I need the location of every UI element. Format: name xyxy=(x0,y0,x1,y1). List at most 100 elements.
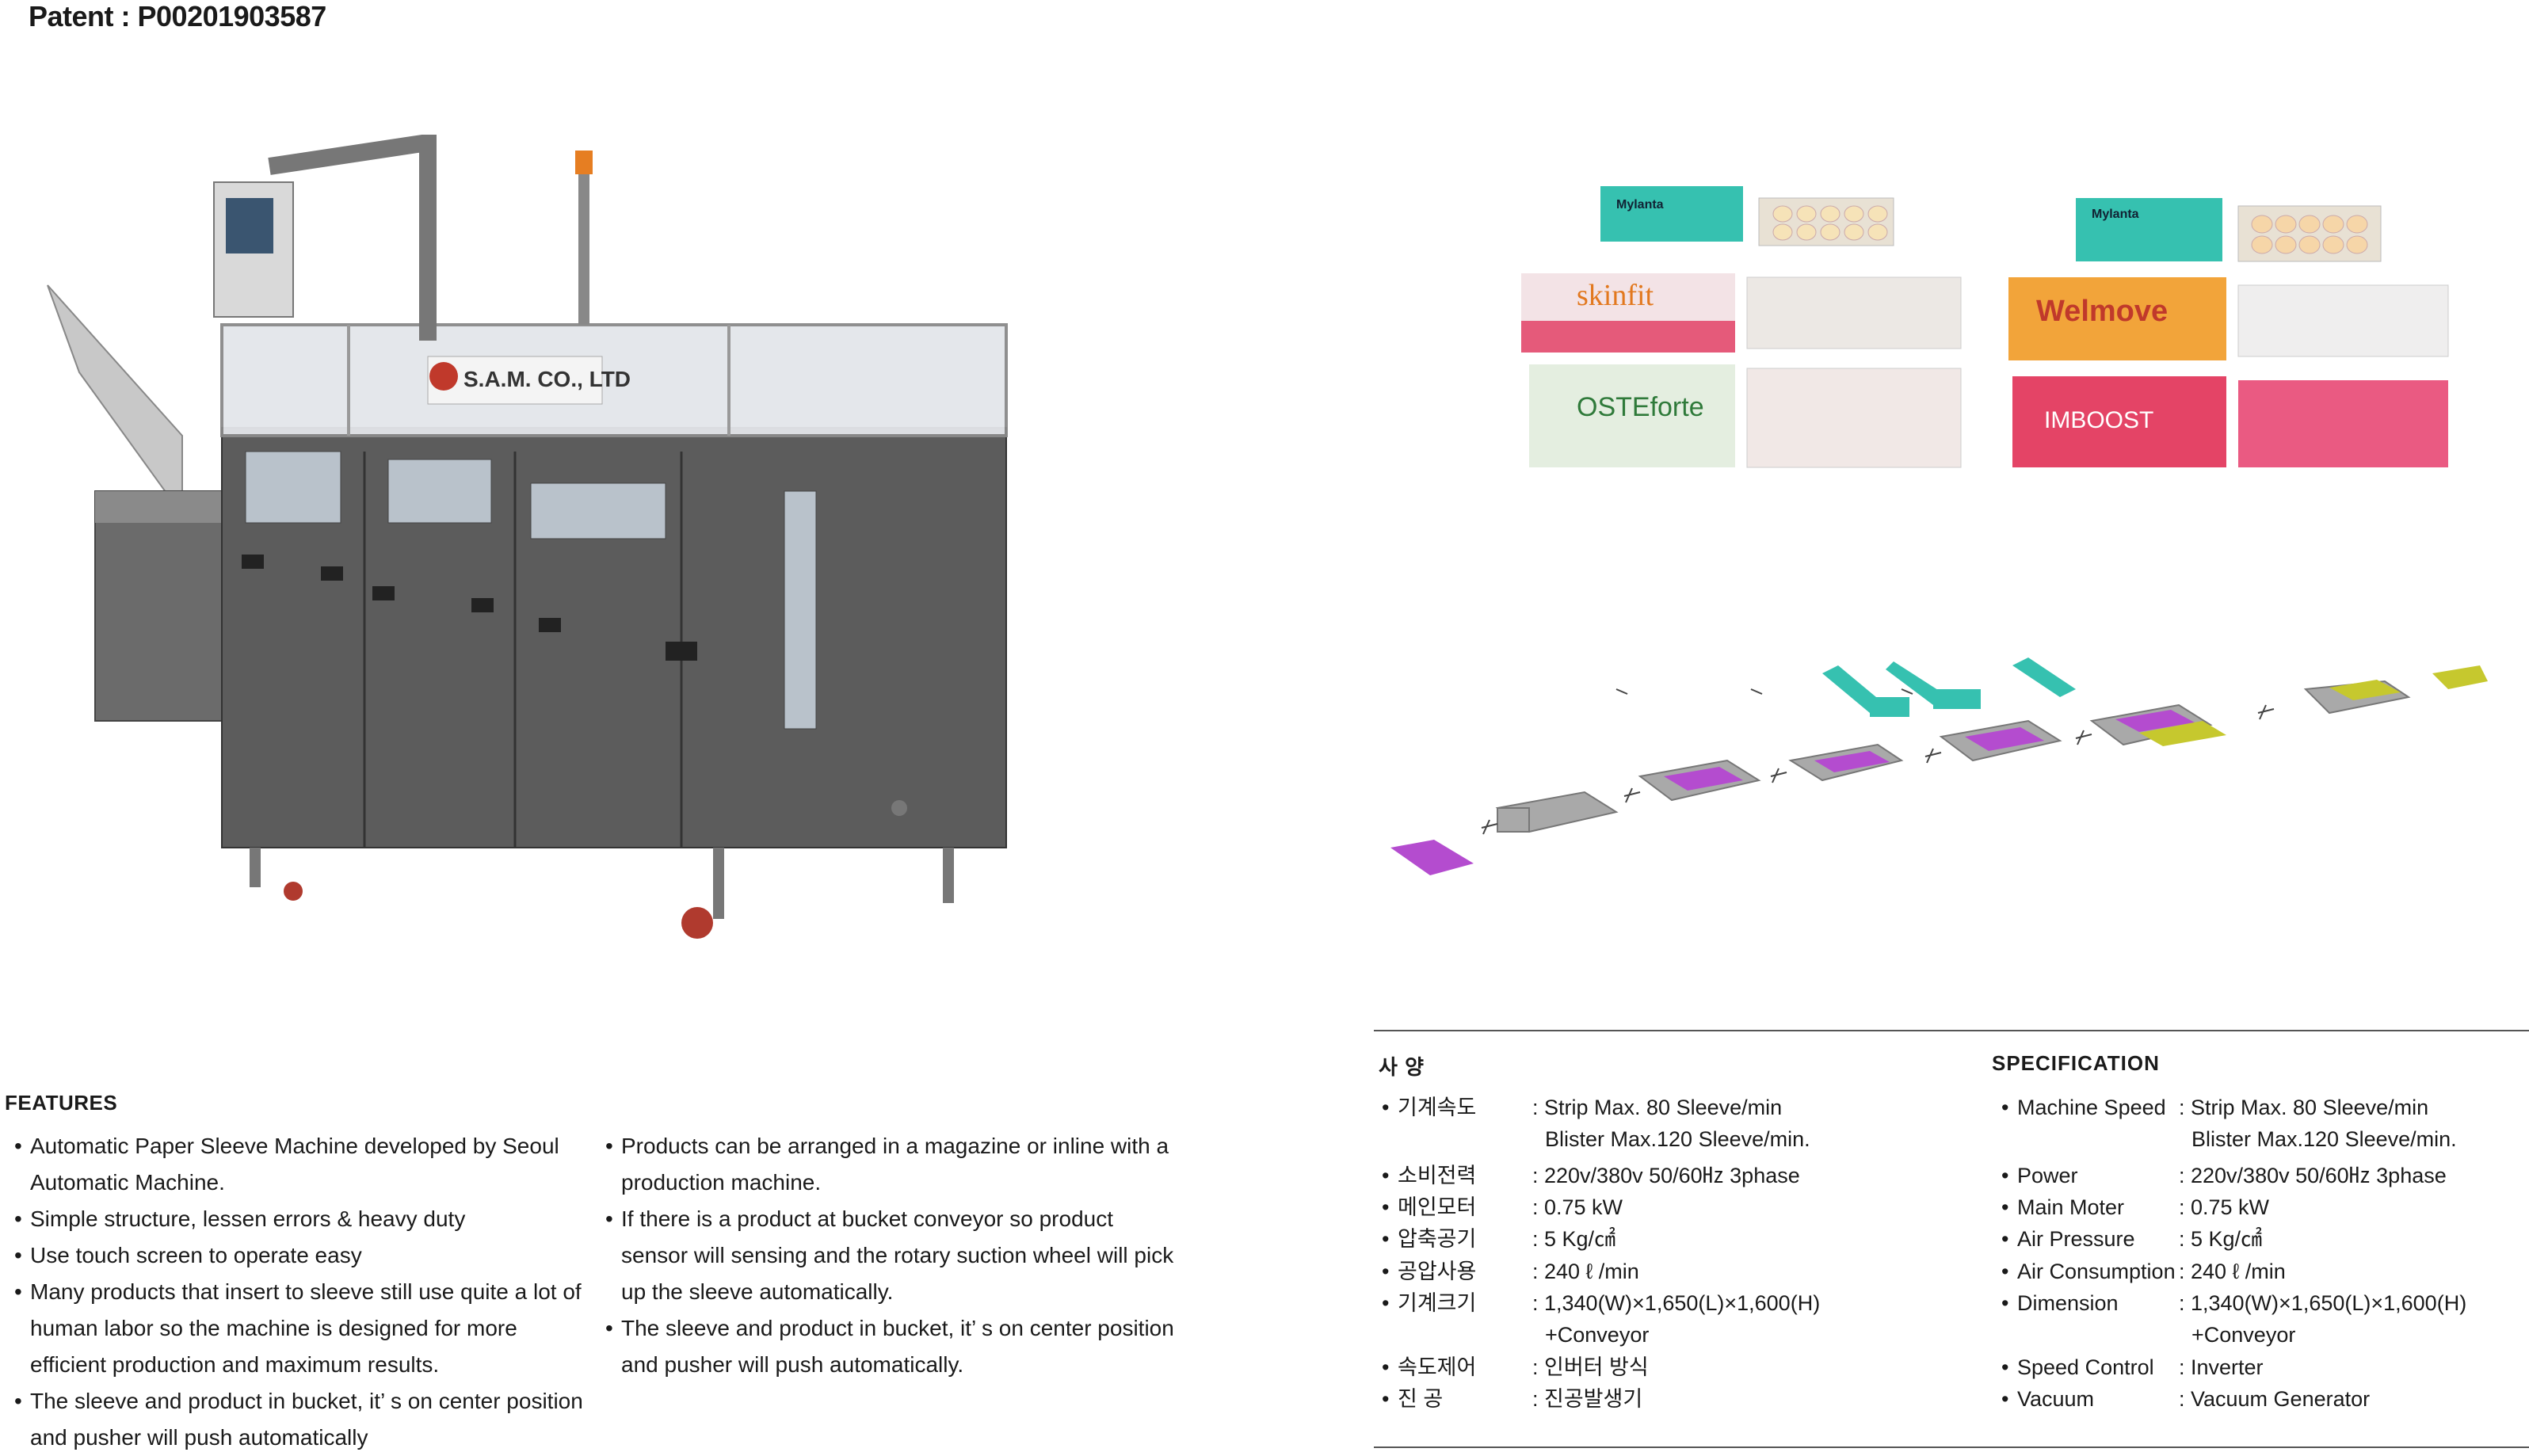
bullet-icon: • xyxy=(2001,1195,2009,1219)
spec-value: : Strip Max. 80 Sleeve/min xyxy=(1532,1096,1783,1119)
spec-value-continued: +Conveyor xyxy=(1545,1323,1650,1347)
product-samples: Mylanta skinfit OSTEforte Mylanta Welmov… xyxy=(1521,186,2449,468)
spec-value: : 0.75 kW xyxy=(1532,1195,1623,1219)
feature-item: • The sleeve and product in bucket, it’ … xyxy=(14,1383,585,1456)
spec-row: • 속도제어 : 인버터 방식 xyxy=(1382,1351,1952,1383)
spec-label: Dimension xyxy=(2017,1291,2119,1315)
spec-top-rule xyxy=(1374,1030,2529,1031)
spec-value-continued: Blister Max.120 Sleeve/min. xyxy=(1545,1127,1810,1151)
spec-label: 메인모터 xyxy=(1398,1195,1477,1219)
bullet-icon: • xyxy=(2001,1355,2009,1379)
spec-value: : 240 ℓ /min xyxy=(1532,1260,1639,1283)
product-label: IMBOOST xyxy=(2044,407,2153,433)
spec-label: 기계속도 xyxy=(1398,1096,1477,1119)
bullet-icon: • xyxy=(14,1279,22,1304)
bullet-icon: • xyxy=(14,1243,22,1267)
spec-label: 공압사용 xyxy=(1398,1260,1477,1283)
process-diagram xyxy=(1390,657,2488,875)
spec-label: 진 공 xyxy=(1398,1387,1444,1411)
feature-line: Automatic Machine. xyxy=(30,1170,225,1195)
spec-label: Air Pressure xyxy=(2017,1227,2135,1251)
spec-label: Air Consumption xyxy=(2017,1260,2176,1283)
feature-line: production machine. xyxy=(621,1170,822,1195)
spec-value: : 진공발생기 xyxy=(1532,1387,1643,1411)
machine-sign: S.A.M. CO., LTD xyxy=(463,367,631,391)
bullet-icon: • xyxy=(1382,1096,1390,1119)
spec-row: • Air Pressure : 5 Kg/㎠ xyxy=(2001,1223,2529,1255)
features-right-column: • Products can be arranged in a magazine… xyxy=(605,1128,1176,1383)
bullet-icon: • xyxy=(605,1134,613,1158)
bullet-icon: • xyxy=(1382,1195,1390,1219)
feature-line: The sleeve and product in bucket, it’ s … xyxy=(621,1316,1174,1340)
spec-value: : 1,340(W)×1,650(L)×1,600(H) xyxy=(1532,1291,1821,1315)
feature-line: sensor will sensing and the rotary sucti… xyxy=(621,1243,1174,1267)
spec-label: Vacuum xyxy=(2017,1387,2095,1411)
bullet-icon: • xyxy=(2001,1096,2009,1119)
spec-label: Power xyxy=(2017,1164,2078,1187)
spec-value: : 0.75 kW xyxy=(2179,1195,2270,1219)
spec-value-continued: Blister Max.120 Sleeve/min. xyxy=(2191,1127,2457,1151)
bullet-icon: • xyxy=(1382,1355,1390,1379)
bullet-icon: • xyxy=(1382,1227,1390,1251)
spec-value: : 인버터 방식 xyxy=(1532,1355,1649,1379)
bullet-icon: • xyxy=(605,1206,613,1231)
bullet-icon: • xyxy=(2001,1164,2009,1187)
product-label: Mylanta xyxy=(1616,198,1664,212)
machine-image: S.A.M. CO., LTD xyxy=(47,135,1008,939)
feature-line: The sleeve and product in bucket, it’ s … xyxy=(30,1389,583,1413)
bullet-icon: • xyxy=(2001,1227,2009,1251)
spec-row: •Dimension: 1,340(W)×1,650(L)×1,600(H)+C… xyxy=(2001,1287,2529,1351)
spec-label: Machine Speed xyxy=(2017,1096,2166,1119)
spec-value: : 5 Kg/㎠ xyxy=(1532,1227,1616,1251)
bullet-icon: • xyxy=(14,1389,22,1413)
spec-row: • Vacuum : Vacuum Generator xyxy=(2001,1383,2529,1415)
feature-item: • Automatic Paper Sleeve Machine develop… xyxy=(14,1128,585,1201)
feature-line: Many products that insert to sleeve stil… xyxy=(30,1279,582,1304)
feature-line: human labor so the machine is designed f… xyxy=(30,1316,517,1340)
feature-item: • Many products that insert to sleeve st… xyxy=(14,1274,585,1383)
spec-value: : 220v/380v 50/60㎐ 3phase xyxy=(1532,1164,1800,1187)
product-label: skinfit xyxy=(1577,279,1654,312)
spec-label: 속도제어 xyxy=(1398,1355,1477,1379)
spec-value: : Strip Max. 80 Sleeve/min xyxy=(2179,1096,2429,1119)
feature-line: and pusher will push automatically xyxy=(30,1425,368,1450)
bullet-icon: • xyxy=(605,1316,613,1340)
spec-value: : 220v/380v 50/60㎐ 3phase xyxy=(2179,1164,2447,1187)
spec-row: • Power : 220v/380v 50/60㎐ 3phase xyxy=(2001,1160,2529,1191)
feature-line: Products can be arranged in a magazine o… xyxy=(621,1134,1169,1158)
bullet-icon: • xyxy=(14,1206,22,1231)
spec-row: • 메인모터 : 0.75 kW xyxy=(1382,1191,1952,1223)
spec-row: •공압사용: 240 ℓ /min xyxy=(1382,1256,1952,1287)
feature-line: Simple structure, lessen errors & heavy … xyxy=(30,1206,466,1231)
spec-label: 기계크기 xyxy=(1398,1291,1477,1315)
bullet-icon: • xyxy=(1382,1387,1390,1411)
feature-line: efficient production and maximum results… xyxy=(30,1352,440,1377)
spec-label: 소비전력 xyxy=(1398,1164,1477,1187)
feature-line: Use touch screen to operate easy xyxy=(30,1243,362,1267)
bullet-icon: • xyxy=(1382,1164,1390,1187)
spec-row: • 압축공기 : 5 Kg/㎠ xyxy=(1382,1223,1952,1255)
spec-value: : 5 Kg/㎠ xyxy=(2179,1227,2263,1251)
spec-row: •Air Consumption: 240 ℓ /min xyxy=(2001,1256,2529,1287)
feature-line: and pusher will push automatically. xyxy=(621,1352,964,1377)
bullet-icon: • xyxy=(2001,1387,2009,1411)
spec-value: : Vacuum Generator xyxy=(2179,1387,2371,1411)
spec-row: • 소비전력 : 220v/380v 50/60㎐ 3phase xyxy=(1382,1160,1952,1191)
spec-row: • 기계크기 : 1,340(W)×1,650(L)×1,600(H) +Convey… xyxy=(1382,1287,1952,1351)
spec-value: : 1,340(W)×1,650(L)×1,600(H) xyxy=(2179,1291,2467,1315)
patent-number: Patent : P00201903587 xyxy=(29,0,326,32)
bullet-icon: • xyxy=(14,1134,22,1158)
spec-bottom-rule xyxy=(1374,1446,2529,1448)
bullet-icon: • xyxy=(1382,1291,1390,1315)
spec-value: : Inverter xyxy=(2179,1355,2264,1379)
spec-label: 압축공기 xyxy=(1398,1227,1477,1251)
bullet-icon: • xyxy=(2001,1291,2009,1315)
spec-ko-title: 사 양 xyxy=(1379,1055,1425,1079)
spec-row: • Machine Speed : Strip Max. 80 Sleeve/min… xyxy=(2001,1092,2529,1155)
spec-row: •Speed Control: Inverter xyxy=(2001,1351,2529,1383)
spec-row: •Main Moter: 0.75 kW xyxy=(2001,1191,2529,1223)
product-label: OSTEforte xyxy=(1577,392,1704,422)
feature-line: up the sleeve automatically. xyxy=(621,1279,894,1304)
features-left-column: • Automatic Paper Sleeve Machine develop… xyxy=(14,1128,585,1456)
